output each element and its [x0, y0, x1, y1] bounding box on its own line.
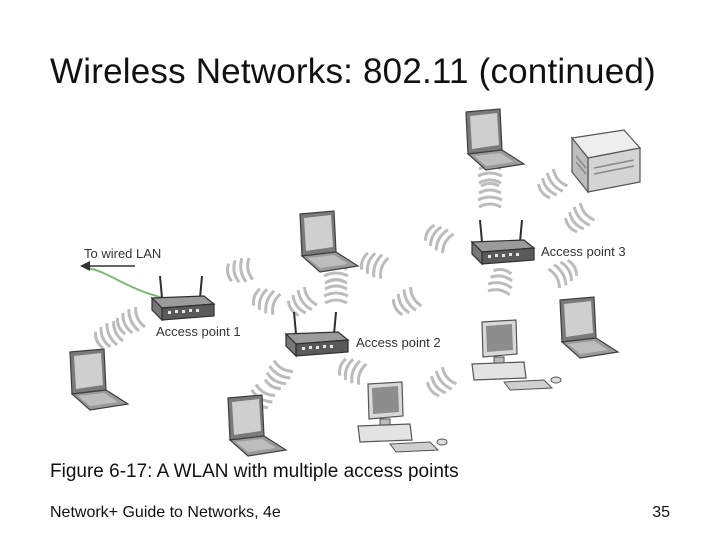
access-point-3-label: Access point 3 — [541, 244, 626, 259]
access-point-1-icon — [151, 275, 215, 321]
arrowhead-icon — [80, 261, 90, 271]
access-point-1-label: Access point 1 — [156, 324, 241, 339]
desktop-computer-icon — [471, 319, 562, 391]
laptop-icon — [559, 296, 619, 359]
laptop-icon — [465, 108, 525, 171]
wired-lan-label: To wired LAN — [84, 246, 161, 261]
access-point-2-icon — [285, 311, 349, 357]
figure-caption: Figure 6-17: A WLAN with multiple access… — [50, 461, 459, 482]
laptop-icon — [299, 210, 359, 273]
footer-book-title: Network+ Guide to Networks, 4e — [50, 504, 281, 521]
laptop-icon — [69, 348, 129, 411]
printer-icon — [570, 129, 642, 194]
access-point-2-label: Access point 2 — [356, 335, 441, 350]
page-number: 35 — [652, 504, 670, 521]
access-point-3-icon — [471, 219, 535, 265]
laptop-icon — [227, 394, 287, 457]
slide-title: Wireless Networks: 802.11 (continued) — [50, 52, 656, 91]
